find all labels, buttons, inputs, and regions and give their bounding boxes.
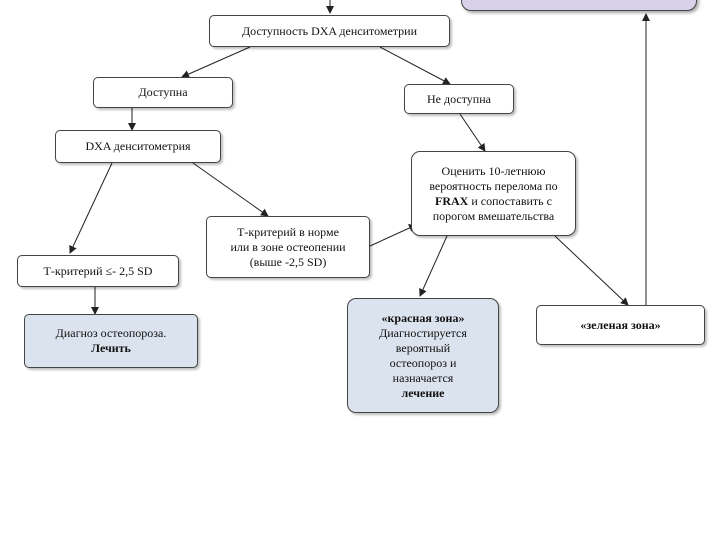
dxa-availability-box: Доступность DXA денситометрии — [209, 15, 450, 47]
red-zone-line-3: вероятный — [395, 340, 451, 355]
dxa-densitometry-label: DXA денситометрия — [85, 139, 191, 153]
diagnosis-line-1: Диагноз остеопороза. — [55, 326, 167, 340]
available-box: Доступна — [93, 77, 233, 108]
red-zone-line-2: Диагностируется — [379, 325, 467, 340]
red-zone-box: «красная зона» Диагностируется вероятный… — [347, 298, 499, 413]
frax-line-1: Оценить 10-летнюю — [441, 163, 546, 178]
arrow-availability-to-available — [181, 46, 251, 78]
dxa-densitometry-box: DXA денситометрия — [55, 130, 221, 163]
top-purple-box — [461, 0, 697, 11]
red-zone-line-6: лечение — [401, 385, 445, 400]
frax-line-3: и сопоставить с — [468, 193, 552, 208]
t-score-normal-line-3: (выше -2,5 SD) — [249, 254, 327, 269]
available-label: Доступна — [138, 85, 188, 99]
t-score-normal-line-1: Т-критерий в норме — [237, 224, 339, 239]
green-zone-label: «зеленая зона» — [580, 317, 661, 332]
t-score-low-label: Т-критерий ≤- 2,5 SD — [43, 263, 153, 278]
arrow-not-available-to-frax — [459, 113, 486, 152]
arrow-frax-to-green-zone — [554, 235, 629, 306]
red-zone-line-5: назначается — [392, 370, 454, 385]
frax-bold: FRAX — [435, 193, 469, 208]
diagnosis-line-2: Лечить — [91, 341, 131, 355]
arrow-frax-to-red-zone — [419, 235, 448, 297]
arrow-dxa-to-tnorm — [192, 162, 269, 217]
frax-box: Оценить 10-летнюю вероятность перелома п… — [411, 151, 576, 236]
arrow-availability-to-not-available — [379, 46, 451, 85]
t-score-normal-box: Т-критерий в норме или в зоне остеопении… — [206, 216, 370, 278]
red-zone-line-4: остеопороз и — [389, 355, 457, 370]
frax-line-4: порогом вмешательства — [432, 208, 555, 223]
arrow-tnorm-to-frax — [369, 224, 417, 247]
osteoporosis-diagnosis-box: Диагноз остеопороза. Лечить — [24, 314, 198, 368]
not-available-label: Не доступна — [427, 91, 491, 106]
frax-line-2: вероятность перелома по — [429, 178, 558, 193]
red-zone-title: «красная зона» — [381, 310, 465, 325]
t-score-normal-line-2: или в зоне остеопении — [230, 239, 346, 254]
dxa-availability-label: Доступность DXA денситометрии — [241, 23, 418, 38]
not-available-box: Не доступна — [404, 84, 514, 114]
t-score-low-box: Т-критерий ≤- 2,5 SD — [17, 255, 179, 287]
arrow-dxa-to-tlow — [69, 162, 113, 254]
green-zone-box: «зеленая зона» — [536, 305, 705, 345]
